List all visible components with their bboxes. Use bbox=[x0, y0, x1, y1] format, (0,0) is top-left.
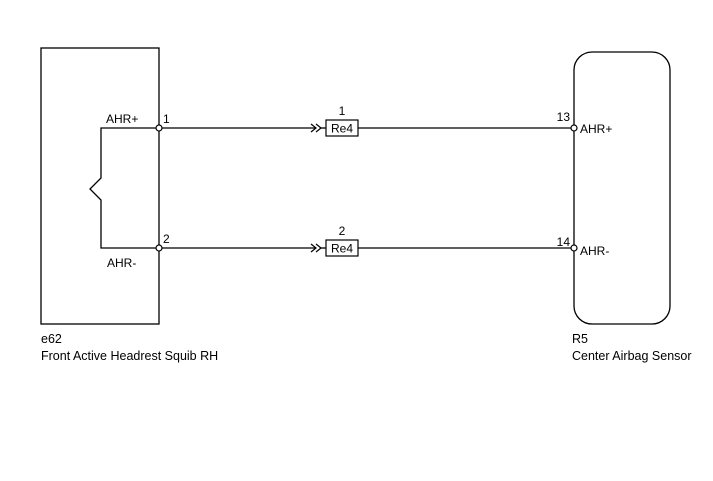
e62-pin-1-signal: AHR+ bbox=[106, 112, 138, 126]
right-component-name: Center Airbag Sensor bbox=[572, 349, 692, 363]
airbag-sensor-box bbox=[573, 51, 671, 325]
r5-pin-13-signal: AHR+ bbox=[580, 122, 612, 136]
r5-pin-14-number: 14 bbox=[557, 235, 571, 249]
e62-pin-2-signal: AHR- bbox=[107, 256, 136, 270]
left-component-name: Front Active Headrest Squib RH bbox=[41, 349, 218, 363]
connector-2-label: Re4 bbox=[331, 242, 353, 256]
terminal-e62-1 bbox=[155, 124, 163, 132]
squib-symbol bbox=[89, 127, 159, 249]
terminal-r5-13 bbox=[570, 124, 578, 132]
terminal-e62-2 bbox=[155, 244, 163, 252]
squib-component-box bbox=[40, 47, 160, 325]
right-component-code: R5 bbox=[572, 332, 588, 346]
e62-pin-1-number: 1 bbox=[163, 112, 170, 126]
e62-pin-2-number: 2 bbox=[163, 232, 170, 246]
left-component-code: e62 bbox=[41, 332, 62, 346]
connector-1-label: Re4 bbox=[331, 122, 353, 136]
terminal-r5-14 bbox=[570, 244, 578, 252]
connector-1-pin: 1 bbox=[339, 104, 346, 118]
r5-pin-13-number: 13 bbox=[557, 110, 571, 124]
r5-pin-14-signal: AHR- bbox=[580, 244, 609, 258]
connector-2-pin: 2 bbox=[339, 224, 346, 238]
